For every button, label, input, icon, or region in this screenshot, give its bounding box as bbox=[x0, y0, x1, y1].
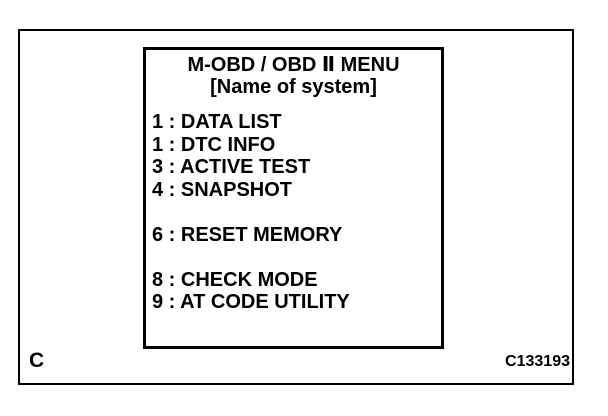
menu-item-snapshot: 4 : SNAPSHOT bbox=[152, 178, 293, 201]
menu-item-check-mode: 8 : CHECK MODE bbox=[152, 268, 318, 291]
menu-list: 1 : DATA LIST 1 : DTC INFO 3 : ACTIVE TE… bbox=[146, 111, 441, 314]
menu-gap-1 bbox=[152, 201, 441, 224]
corner-label: C bbox=[29, 349, 45, 372]
menu-item-data-list: 1 : DATA LIST bbox=[152, 111, 282, 133]
menu-item-at-code-utility: 9 : AT CODE UTILITY bbox=[152, 291, 350, 313]
menu-item-reset-memory: 6 : RESET MEMORY bbox=[152, 223, 343, 246]
menu-item-active-test: 3 : ACTIVE TEST bbox=[152, 156, 311, 178]
screen-title: M-OBD / OBD Ⅱ MENU bbox=[187, 54, 400, 76]
menu-item-dtc-info: 1 : DTC INFO bbox=[152, 133, 276, 156]
screen-subtitle: [Name of system] bbox=[210, 76, 377, 98]
tester-menu-screen: M-OBD / OBD Ⅱ MENU [Name of system] 1 : … bbox=[143, 47, 444, 349]
menu-gap-2 bbox=[152, 246, 441, 269]
figure-code: C133193 bbox=[505, 353, 570, 370]
